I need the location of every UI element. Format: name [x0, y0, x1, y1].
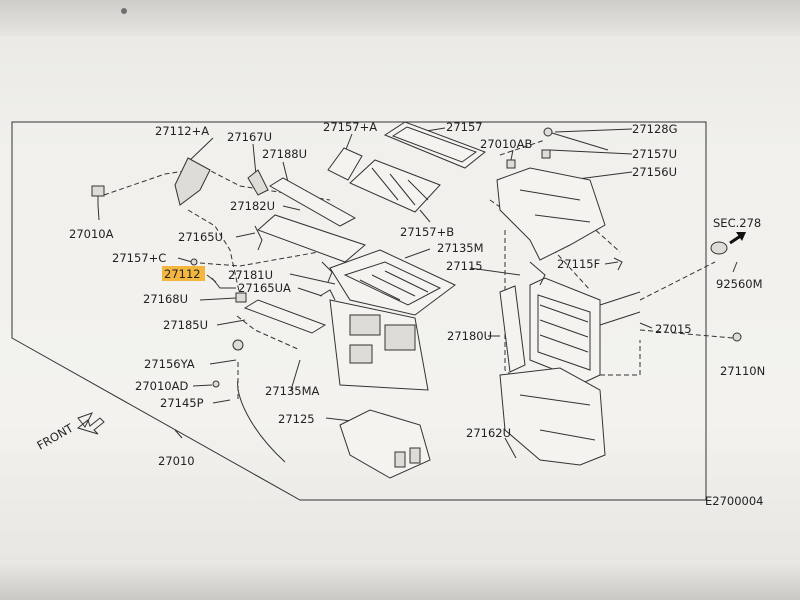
part-label-27010a: 27010A — [69, 227, 114, 241]
part-label-27181u: 27181U — [228, 268, 273, 282]
part-27145P — [237, 379, 286, 463]
part-label-27010: 27010 — [158, 454, 195, 468]
highlight-27112 — [162, 266, 205, 281]
part-27156U — [496, 167, 606, 261]
part-label-27188u: 27188U — [262, 147, 307, 161]
part-label-27157-b: 27157+B — [400, 225, 454, 239]
part-27115 — [529, 261, 546, 286]
front-arrow-icon — [76, 412, 105, 435]
part-label-27180u: 27180U — [447, 329, 492, 343]
part-label-27185u: 27185U — [163, 318, 208, 332]
part-27135M — [329, 249, 456, 316]
part-label-27112: 27112 — [164, 267, 201, 281]
leader-lines — [97, 127, 738, 459]
part-label-27015: 27015 — [655, 322, 692, 336]
part-label-27135m: 27135M — [437, 241, 484, 255]
part-label-27125: 27125 — [278, 412, 315, 426]
bezel-dot — [121, 8, 127, 14]
part-label-27112-a: 27112+A — [155, 124, 209, 138]
part-label-92560m: 92560M — [716, 277, 763, 291]
part-27015 — [529, 277, 601, 383]
part-drawings — [91, 121, 742, 479]
part-27125 — [339, 409, 431, 479]
part-label-sec-278: SEC.278 — [713, 216, 761, 230]
monitor-bezel-top — [0, 0, 800, 36]
part-27115F — [613, 257, 623, 271]
part-label-27010ad: 27010AD — [135, 379, 188, 393]
part-27156YA — [232, 339, 244, 351]
part-27010A — [91, 185, 105, 197]
part-labels: 27112+A 27167U 27157+A 27157 27010AB 27128G 27… — [69, 120, 765, 468]
front-label: FRONT — [35, 420, 77, 452]
part-27162U — [499, 367, 606, 466]
part-label-27157-a: 27157+A — [323, 120, 377, 134]
part-label-27167u: 27167U — [227, 130, 272, 144]
part-27157-frame — [383, 121, 486, 169]
part-label-27157: 27157 — [446, 120, 483, 134]
part-label-27157u: 27157U — [632, 147, 677, 161]
part-label-27010ab: 27010AB — [480, 137, 532, 151]
part-label-27157-c: 27157+C — [112, 251, 166, 265]
part-27010AD — [212, 380, 220, 388]
part-label-27128g: 27128G — [632, 122, 678, 136]
part-27188U — [269, 177, 357, 227]
part-label-27110n: 27110N — [720, 364, 765, 378]
part-27157C — [190, 258, 198, 266]
part-label-27115: 27115 — [446, 259, 483, 273]
part-label-27156u: 27156U — [632, 165, 677, 179]
part-label-27115f: 27115F — [557, 257, 600, 271]
part-27157U — [541, 149, 551, 159]
part-27167U — [247, 169, 269, 196]
part-label-27165ua: 27165UA — [238, 281, 291, 295]
part-27181U — [321, 261, 333, 283]
part-label-27162u: 27162U — [466, 426, 511, 440]
part-27112A — [174, 157, 211, 206]
part-label-27156ya: 27156YA — [144, 357, 195, 371]
part-27128G — [551, 132, 609, 151]
part-27168U — [235, 292, 247, 303]
diagram-frame — [11, 121, 707, 501]
part-27165UA — [319, 289, 336, 301]
part-27165U — [254, 225, 263, 251]
part-27185U — [243, 299, 327, 334]
diagram-code: E2700004 — [705, 494, 763, 508]
part-27182U — [257, 214, 366, 263]
part-label-27165u: 27165U — [178, 230, 223, 244]
part-label-27182u: 27182U — [230, 199, 275, 213]
part-27157B — [349, 159, 441, 213]
monitor-bezel-bottom — [0, 560, 800, 600]
part-27010AB — [506, 159, 516, 169]
part-27157A — [327, 147, 363, 181]
part-label-27168u: 27168U — [143, 292, 188, 306]
part-label-27135ma: 27135MA — [265, 384, 320, 398]
part-92560M — [710, 241, 728, 255]
sec-arrow-icon — [729, 232, 746, 245]
part-label-27145p: 27145P — [160, 396, 204, 410]
part-27112 — [211, 277, 236, 289]
part-27110N — [732, 332, 742, 342]
part-27180U — [499, 285, 526, 373]
